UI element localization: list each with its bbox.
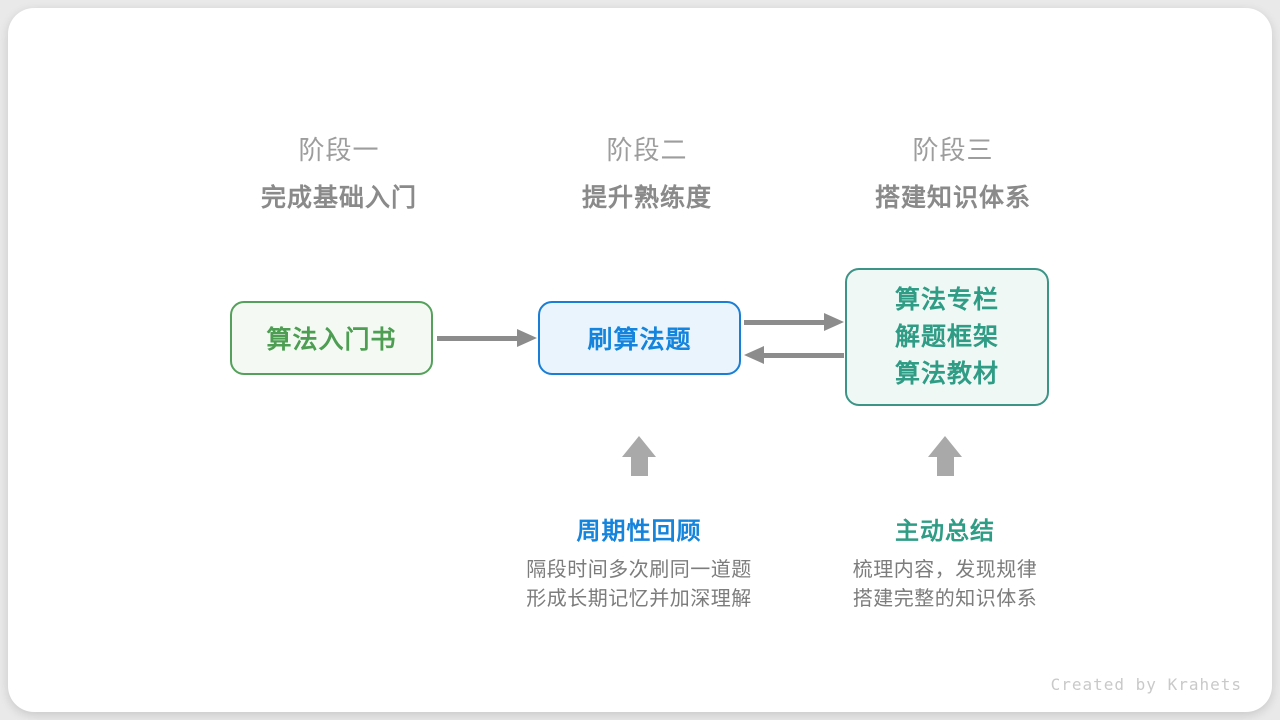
- up-arrow-summarize-icon: [928, 436, 962, 476]
- annotation-summarize-title: 主动总结: [895, 518, 995, 545]
- node-intro-book-label: 算法入门书: [266, 326, 397, 354]
- stage3-label: 阶段三: [912, 135, 994, 165]
- node-practice: 刷算法题: [538, 301, 741, 375]
- arrow-practice-to-resources: [744, 313, 844, 331]
- node-practice-label: 刷算法题: [587, 326, 692, 354]
- footer-credit: Created by Krahets: [1050, 675, 1242, 694]
- arrow-left-head-icon: [744, 346, 764, 364]
- stage1-label: 阶段一: [298, 135, 380, 165]
- annotation-summarize-desc: 梳理内容，发现规律 搭建完整的知识体系: [765, 556, 1125, 614]
- node-resources-line3: 算法教材: [894, 359, 999, 388]
- node-intro-book: 算法入门书: [230, 301, 433, 375]
- arrow-right-head-icon: [517, 329, 537, 347]
- annotation-review-desc-line2: 形成长期记忆并加深理解: [526, 588, 752, 610]
- annotation-review-desc: 隔段时间多次刷同一道题 形成长期记忆并加深理解: [459, 556, 819, 614]
- diagram-card: 阶段一 完成基础入门 阶段二 提升熟练度 阶段三 搭建知识体系 算法入门书 刷算…: [8, 8, 1272, 712]
- annotation-summarize-desc-line2: 搭建完整的知识体系: [852, 588, 1038, 610]
- stage3-subtitle: 搭建知识体系: [874, 184, 1031, 212]
- arrow-resources-to-practice: [744, 346, 844, 364]
- arrow-shaft: [744, 319, 824, 325]
- node-resources-line1: 算法专栏: [894, 285, 999, 314]
- arrow-shaft: [764, 352, 844, 358]
- arrow-shaft: [437, 335, 517, 341]
- arrow-intro-to-practice: [437, 329, 537, 347]
- node-resources: 算法专栏 解题框架 算法教材: [845, 268, 1049, 406]
- stage1-subtitle: 完成基础入门: [260, 184, 417, 212]
- annotation-summarize-desc-line1: 梳理内容，发现规律: [852, 559, 1038, 581]
- stage2-subtitle: 提升熟练度: [581, 184, 712, 212]
- stage2-label: 阶段二: [606, 135, 688, 165]
- annotation-review-title: 周期性回顾: [576, 518, 702, 545]
- annotation-review-desc-line1: 隔段时间多次刷同一道题: [526, 559, 752, 581]
- arrow-right-head-icon: [824, 313, 844, 331]
- up-arrow-review-icon: [622, 436, 656, 476]
- node-resources-line2: 解题框架: [894, 322, 999, 351]
